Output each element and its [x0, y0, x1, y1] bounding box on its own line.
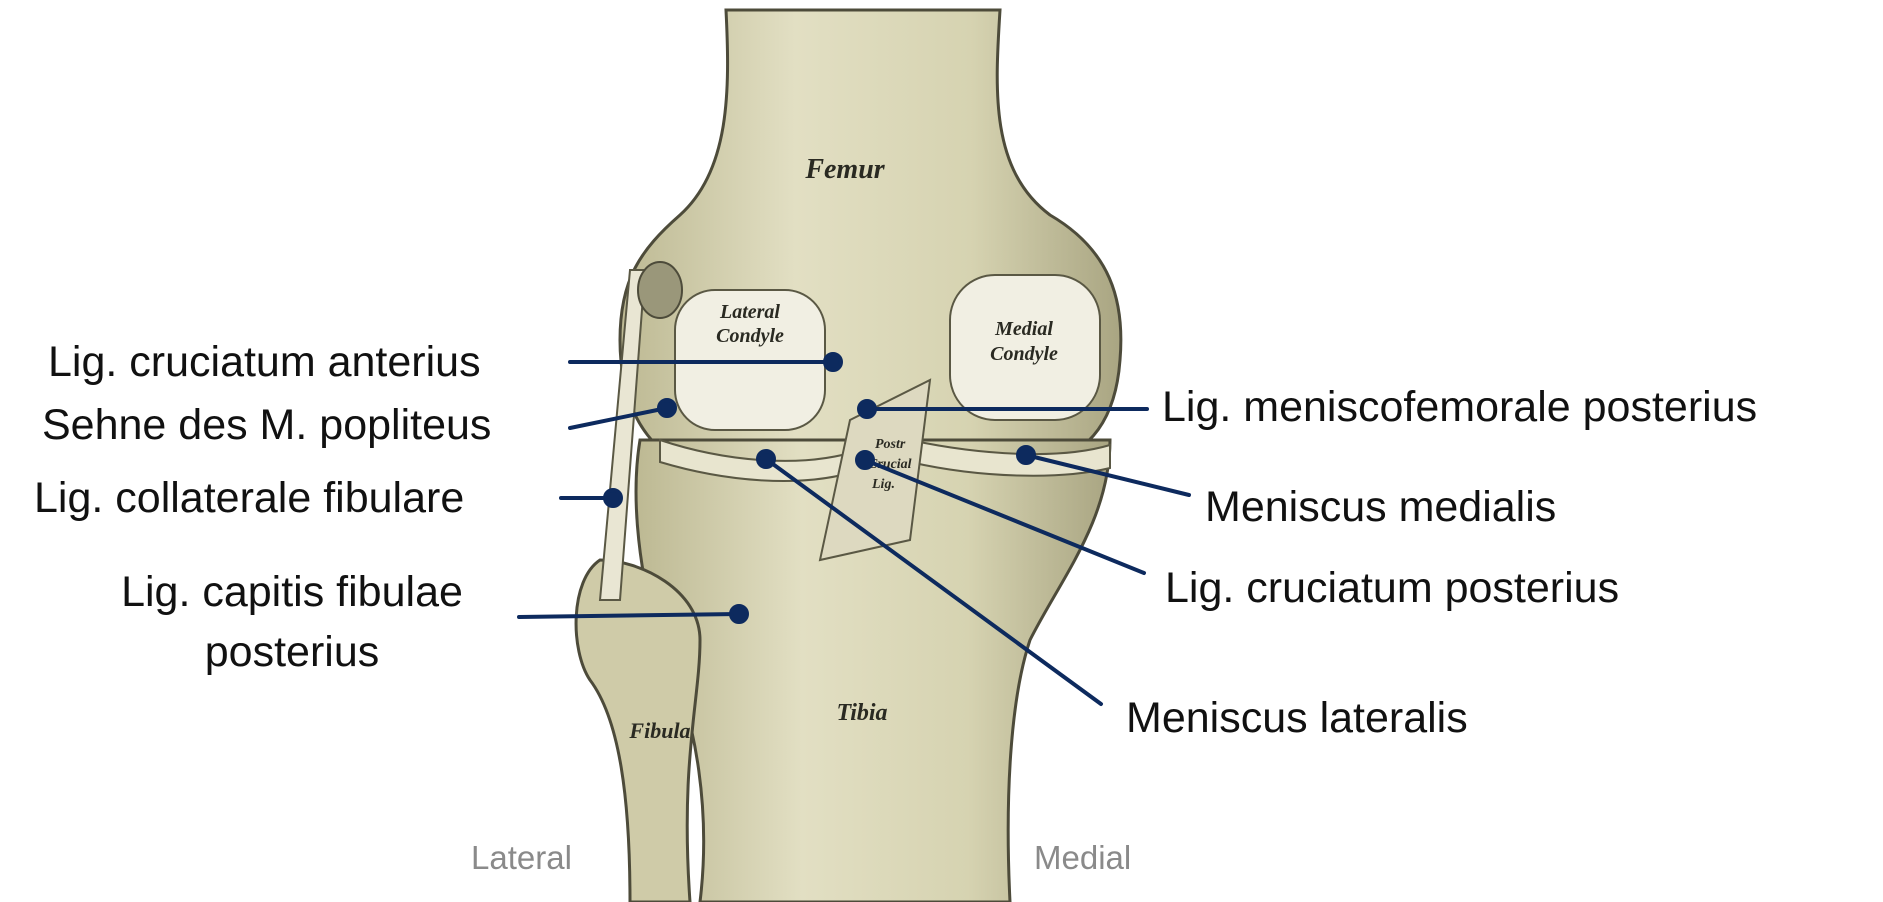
leader-line-popliteus: [568, 406, 669, 430]
postr-label-2: Crucial: [868, 457, 912, 472]
label-meniscus-lateralis: Meniscus lateralis: [1126, 694, 1468, 742]
leader-dot-popliteus: [657, 398, 677, 418]
leader-dot-meniscofemorale: [857, 399, 877, 419]
leader-dot-meniscus-lateralis: [756, 449, 776, 469]
leader-line-pcl: [863, 458, 1146, 575]
posterior-cruciate-shape: [818, 378, 932, 562]
leader-line-capitis: [517, 612, 741, 619]
leader-dot-acl: [823, 352, 843, 372]
label-meniscus-medialis: Meniscus medialis: [1205, 483, 1557, 531]
label-sehne-popliteus: Sehne des M. popliteus: [42, 401, 492, 449]
orientation-medial: Medial: [1034, 839, 1132, 876]
label-lig-meniscofemorale-posterius: Lig. meniscofemorale posterius: [1162, 383, 1758, 431]
lateral-condyle-label-1: Lateral: [719, 301, 780, 323]
label-lig-capitis-fibulae-line2: posterius: [204, 628, 380, 676]
leader-dot-capitis: [729, 604, 749, 624]
medial-condyle-label-2: Condyle: [990, 343, 1058, 365]
tibia-label: Tibia: [836, 700, 887, 726]
leader-dot-meniscus-medialis: [1016, 445, 1036, 465]
medial-condyle-label-1: Medial: [994, 318, 1053, 340]
label-lig-collaterale-fibulare: Lig. collaterale fibulare: [34, 474, 465, 522]
lateral-condyle-label-2: Condyle: [716, 325, 784, 347]
orientation-lateral: Lateral: [471, 839, 572, 876]
medial-condyle-shape: [949, 274, 1101, 421]
femur-label: Femur: [804, 154, 885, 185]
label-lig-capitis-fibulae-line1: Lig. capitis fibulae: [121, 568, 463, 616]
postr-label-1: Postr: [875, 437, 906, 452]
leader-line-meniscus-lateralis: [764, 457, 1103, 706]
fibula-label: Fibula: [628, 718, 690, 743]
leader-line-meniscus-medialis: [1024, 453, 1191, 497]
leader-dot-collateral: [603, 488, 623, 508]
meniscus-medial-shape: [909, 438, 1111, 477]
leader-dot-pcl: [855, 450, 875, 470]
label-lig-cruciatum-anterius: Lig. cruciatum anterius: [48, 338, 481, 386]
postr-label-3: Lig.: [871, 477, 895, 492]
label-lig-cruciatum-posterius: Lig. cruciatum posterius: [1165, 564, 1620, 612]
